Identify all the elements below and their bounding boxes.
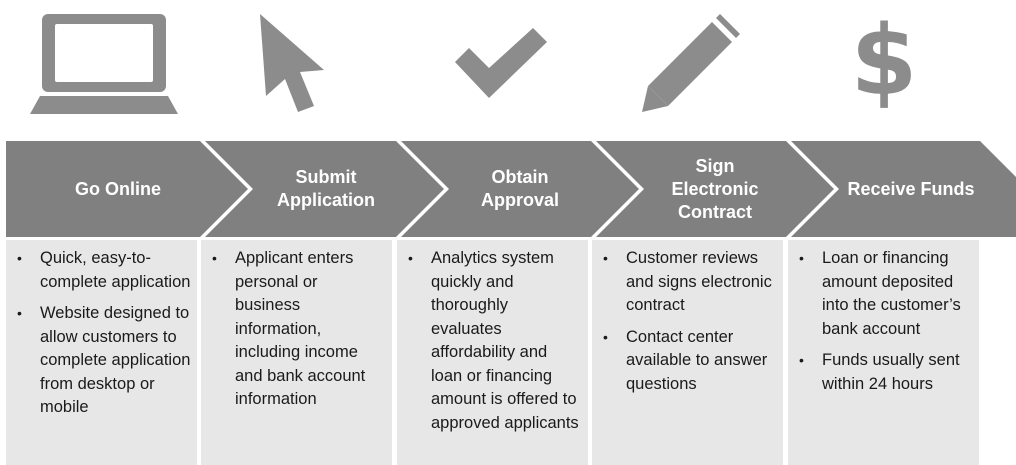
list-item: Analytics system quickly and thoroughly … xyxy=(408,247,582,435)
chevron-sign-contract xyxy=(596,141,834,237)
process-chevrons xyxy=(6,141,1016,237)
step-label-submit-application: Submit Application xyxy=(277,167,375,210)
step-label-sign-contract: Sign Electronic Contract xyxy=(671,155,759,222)
list-item: Funds usually sent within 24 hours xyxy=(799,349,973,396)
dollar-sign-icon: $ xyxy=(850,5,918,117)
step-column-submit-application: Applicant enters personal or business in… xyxy=(201,240,392,465)
cursor-arrow-icon xyxy=(260,14,324,112)
chevron-go-online xyxy=(6,141,248,237)
list-item: Applicant enters personal or business in… xyxy=(212,247,386,412)
step-column-go-online: Quick, easy-to-complete application Webs… xyxy=(6,240,197,465)
checkmark-icon xyxy=(455,28,547,98)
step-column-obtain-approval: Analytics system quickly and thoroughly … xyxy=(397,240,588,465)
chevron-obtain-approval xyxy=(401,141,639,237)
list-item: Contact center available to answer quest… xyxy=(603,326,777,397)
laptop-icon xyxy=(30,14,178,114)
list-item: Website designed to allow customers to c… xyxy=(17,302,191,420)
list-item: Quick, easy-to-complete application xyxy=(17,247,191,294)
icon-row: $ xyxy=(0,0,1016,140)
step-column-sign-contract: Customer reviews and signs electronic co… xyxy=(592,240,783,465)
step-column-receive-funds: Loan or financing amount deposited into … xyxy=(788,240,979,465)
pencil-icon xyxy=(642,14,740,112)
step-label-receive-funds: Receive Funds xyxy=(847,178,975,199)
list-item: Loan or financing amount deposited into … xyxy=(799,247,973,341)
list-item: Customer reviews and signs electronic co… xyxy=(603,247,777,318)
chevron-submit-application xyxy=(205,141,444,237)
step-label-obtain-approval: Obtain Approval xyxy=(480,167,559,210)
chevron-receive-funds xyxy=(791,141,1016,237)
step-label-go-online: Go Online xyxy=(74,178,161,199)
